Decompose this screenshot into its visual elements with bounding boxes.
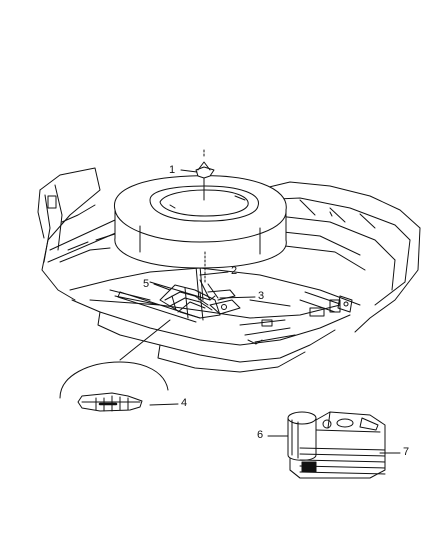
leader-lines — [119, 169, 401, 454]
jack-assembly — [117, 254, 241, 323]
callout-2: 2 — [231, 265, 238, 277]
callout-3: 3 — [258, 290, 265, 302]
callout-1: 1 — [169, 164, 176, 176]
spare-tire — [113, 175, 287, 269]
tire-inflator-kit — [287, 411, 386, 479]
detail-callout-4 — [59, 361, 169, 412]
callout-4: 4 — [181, 397, 188, 409]
callout-5: 5 — [143, 278, 150, 290]
callout-7: 7 — [403, 446, 410, 458]
callout-6: 6 — [257, 429, 264, 441]
wing-nut — [195, 149, 215, 201]
